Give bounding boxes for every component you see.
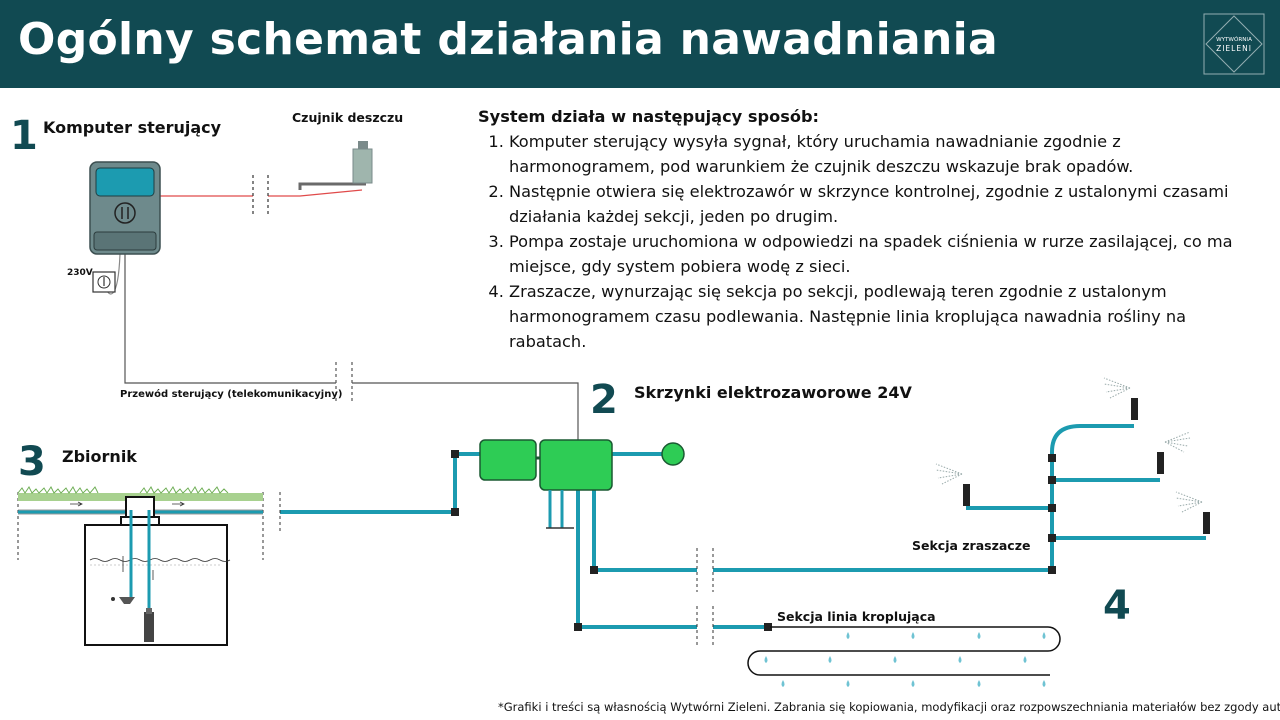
copyright-footer: *Grafiki i treści są własnością Wytwórni… bbox=[498, 700, 1280, 714]
description-heading: System działa w następujący sposób: bbox=[478, 107, 820, 126]
description-steps: Komputer sterujący wysyła sygnał, który … bbox=[478, 129, 1258, 354]
sprinkler-icon-4 bbox=[1175, 491, 1210, 534]
sprinkler-icon-2 bbox=[1157, 431, 1191, 474]
section-number-3: 3 bbox=[18, 439, 46, 485]
section-number-1: 1 bbox=[10, 113, 38, 159]
pipe-breaks bbox=[279, 492, 714, 648]
description-panel: System działa w następujący sposób: Komp… bbox=[478, 104, 1258, 354]
rain-sensor-icon bbox=[352, 141, 373, 184]
section-number-2: 2 bbox=[590, 377, 618, 423]
controller-icon bbox=[89, 161, 161, 255]
sprinkler-icon-1 bbox=[1103, 377, 1138, 420]
logo-line-1: WYTWÓRNIA bbox=[1216, 36, 1252, 43]
brand-logo: WYTWÓRNIA ZIELENI bbox=[1203, 13, 1265, 75]
logo-line-2: ZIELENI bbox=[1216, 44, 1252, 53]
drip-section-label: Sekcja linia kroplująca bbox=[777, 609, 936, 624]
sprinkler-section-label: Sekcja zraszacze bbox=[912, 538, 1031, 553]
sensor-wire bbox=[160, 175, 366, 217]
section-number-4: 4 bbox=[1103, 583, 1131, 629]
section-label-valve-boxes: Skrzynki elektrozaworowe 24V bbox=[634, 383, 912, 402]
pipe-connectors bbox=[451, 450, 1056, 631]
header-bar: Ogólny schemat działania nawadniania WYT… bbox=[0, 0, 1280, 88]
water-tank bbox=[17, 486, 264, 646]
description-step: Komputer sterujący wysyła sygnał, który … bbox=[509, 129, 1258, 179]
rain-sensor-label: Czujnik deszczu bbox=[292, 110, 404, 125]
description-step: Pompa zostaje uruchomiona w odpowiedzi n… bbox=[509, 229, 1258, 279]
supply-pipes bbox=[280, 424, 1206, 629]
sprinkler-icon-3 bbox=[935, 463, 970, 506]
drip-line bbox=[747, 626, 1061, 687]
description-step: Zraszacze, wynurzając się sekcja po sekc… bbox=[509, 279, 1258, 354]
sprinkler-heads bbox=[935, 377, 1210, 534]
valve-boxes bbox=[479, 439, 685, 529]
control-cable-label: Przewód sterujący (telekomunikacyjny) bbox=[120, 389, 343, 400]
voltage-label: 230V bbox=[67, 268, 93, 278]
section-label-tank: Zbiornik bbox=[62, 447, 137, 466]
power-socket-icon bbox=[92, 271, 116, 293]
page-title: Ogólny schemat działania nawadniania bbox=[18, 14, 999, 65]
description-step: Następnie otwiera się elektrozawór w skr… bbox=[509, 179, 1258, 229]
section-label-controller: Komputer sterujący bbox=[43, 118, 222, 137]
